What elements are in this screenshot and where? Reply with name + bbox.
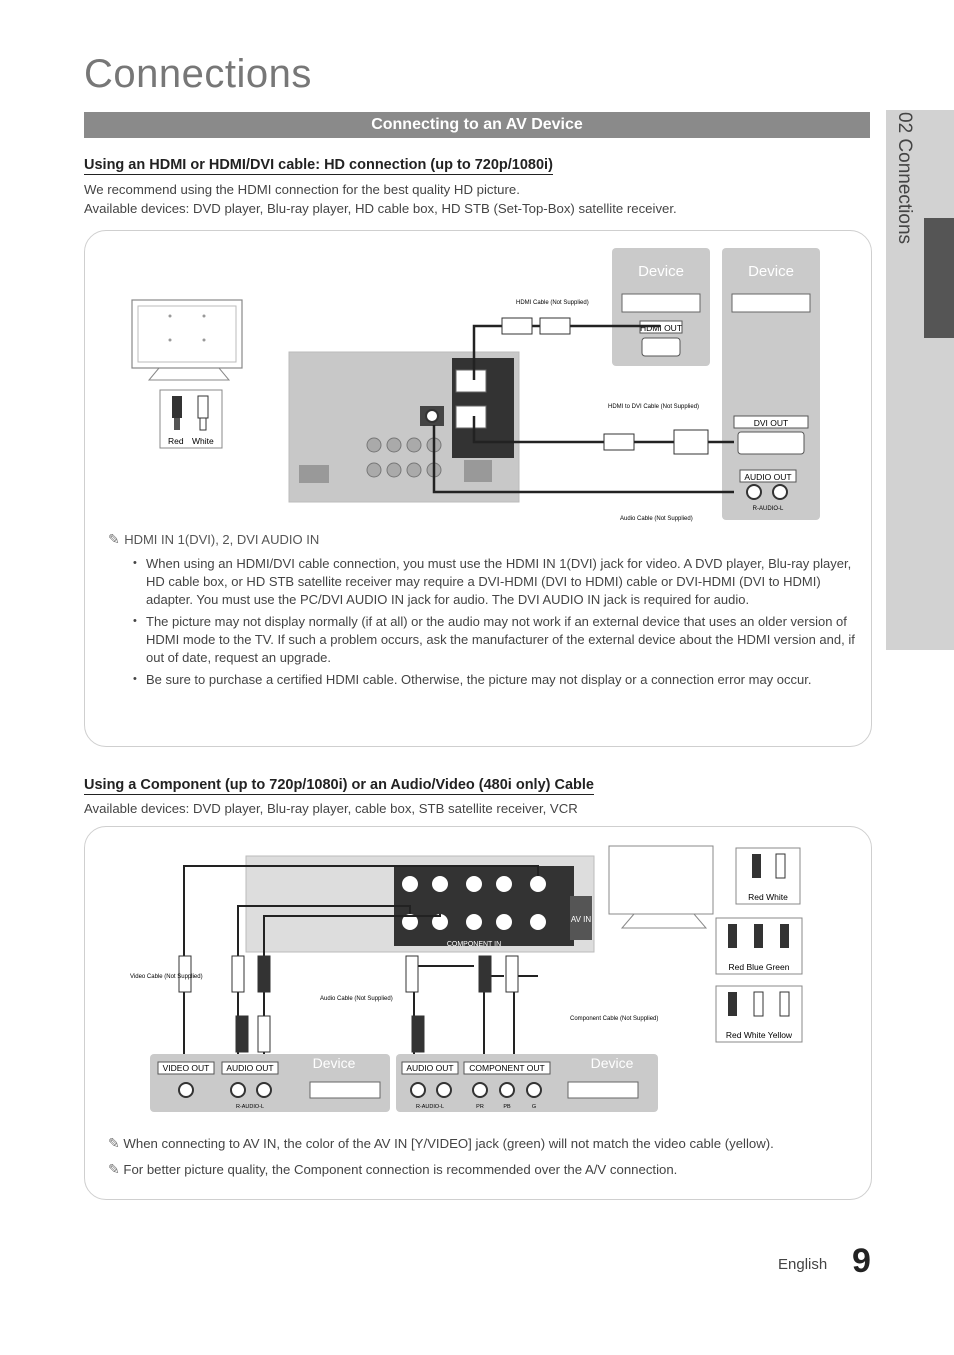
hdmi-dvi-cable-caption: HDMI to DVI Cable (Not Supplied) <box>608 404 699 410</box>
pencil-note-icon: ✎ <box>108 1135 120 1151</box>
video-out-label: VIDEO OUT <box>163 1063 210 1073</box>
chapter-tab-marker <box>924 218 954 338</box>
hdmi-out-label: HDMI OUT <box>640 323 682 333</box>
pencil-note-icon: ✎ <box>108 1161 120 1177</box>
plug-legend: Red White Red Blue Green Red White Yello… <box>715 847 803 1043</box>
section1-devices: Available devices: DVD player, Blu-ray p… <box>84 201 677 216</box>
r-audio-l-label: R-AUDIO-L <box>236 1104 264 1110</box>
device1-label: Device <box>638 263 684 280</box>
av-note-1: ✎ When connecting to AV IN, the color of… <box>108 1134 848 1153</box>
audio-cable-caption: Audio Cable (Not Supplied) <box>320 996 393 1002</box>
video-cable-caption: Video Cable (Not Supplied) <box>130 974 203 980</box>
g-label: G <box>532 1104 536 1110</box>
hdmi-cable-caption: HDMI Cable (Not Supplied) <box>516 300 589 306</box>
tv-icon <box>131 299 243 381</box>
legend-row2: Red Blue Green <box>729 962 790 972</box>
note-text: For better picture quality, the Componen… <box>123 1162 678 1177</box>
component-connection-diagram: AV IN COMPONENT IN Video Cable (Not Supp… <box>130 845 803 1112</box>
chapter-tab <box>886 110 954 650</box>
r-audio-l-label: R-AUDIO-L <box>753 506 784 512</box>
page-title: Connections <box>84 52 312 96</box>
audio-cable-caption: Audio Cable (Not Supplied) <box>620 516 693 522</box>
device1-label: Device <box>313 1055 356 1071</box>
hdmi-connection-diagram: Device HDMI OUT Device DVI OUT AUDIO OUT… <box>131 248 820 522</box>
section1-intro: We recommend using the HDMI connection f… <box>84 182 520 197</box>
device2-label: Device <box>748 263 794 280</box>
component-cable-caption: Component Cable (Not Supplied) <box>570 1016 658 1022</box>
dvi-out-label: DVI OUT <box>754 418 788 428</box>
component-out-label: COMPONENT OUT <box>469 1063 544 1073</box>
pencil-note-icon: ✎ <box>108 531 120 547</box>
tv-back-panel <box>288 351 520 503</box>
audio-out-label: AUDIO OUT <box>406 1063 453 1073</box>
list-item: The picture may not display normally (if… <box>133 612 866 667</box>
legend-row1: Red White <box>748 892 788 902</box>
list-item: Be sure to purchase a certified HDMI cab… <box>133 670 866 689</box>
note-text: When connecting to AV IN, the color of t… <box>123 1136 774 1151</box>
tv-icon <box>608 845 714 929</box>
hdmi-bullet-list: When using an HDMI/DVI cable connection,… <box>126 554 866 693</box>
page-number: 9 <box>852 1242 871 1280</box>
section1-heading: Using an HDMI or HDMI/DVI cable: HD conn… <box>84 157 553 175</box>
device2-label: Device <box>591 1055 634 1071</box>
plug-legend: Red White <box>159 389 223 449</box>
section2-devices: Available devices: DVD player, Blu-ray p… <box>84 801 578 816</box>
plug-red-label: Red <box>168 436 184 446</box>
section2-heading: Using a Component (up to 720p/1080i) or … <box>84 777 594 795</box>
footer-language: English <box>778 1256 828 1273</box>
pr-label: PR <box>476 1104 484 1110</box>
audio-out-label: AUDIO OUT <box>226 1063 273 1073</box>
plug-white-label: White <box>192 436 214 446</box>
chapter-tab-label: 02 Connections <box>894 112 915 245</box>
audio-out-label: AUDIO OUT <box>744 472 791 482</box>
legend-row3: Red White Yellow <box>726 1030 793 1040</box>
av-note-2: ✎ For better picture quality, the Compon… <box>108 1160 848 1179</box>
component-in-label: COMPONENT IN <box>447 941 501 948</box>
pb-label: PB <box>503 1104 511 1110</box>
note-heading-row: ✎ HDMI IN 1(DVI), 2, DVI AUDIO IN <box>108 531 319 549</box>
r-audio-l-label: R-AUDIO-L <box>416 1104 444 1110</box>
section-banner: Connecting to an AV Device <box>84 112 870 138</box>
av-in-label: AV IN <box>571 915 592 924</box>
list-item: When using an HDMI/DVI cable connection,… <box>133 554 866 609</box>
note-heading: HDMI IN 1(DVI), 2, DVI AUDIO IN <box>124 532 320 547</box>
